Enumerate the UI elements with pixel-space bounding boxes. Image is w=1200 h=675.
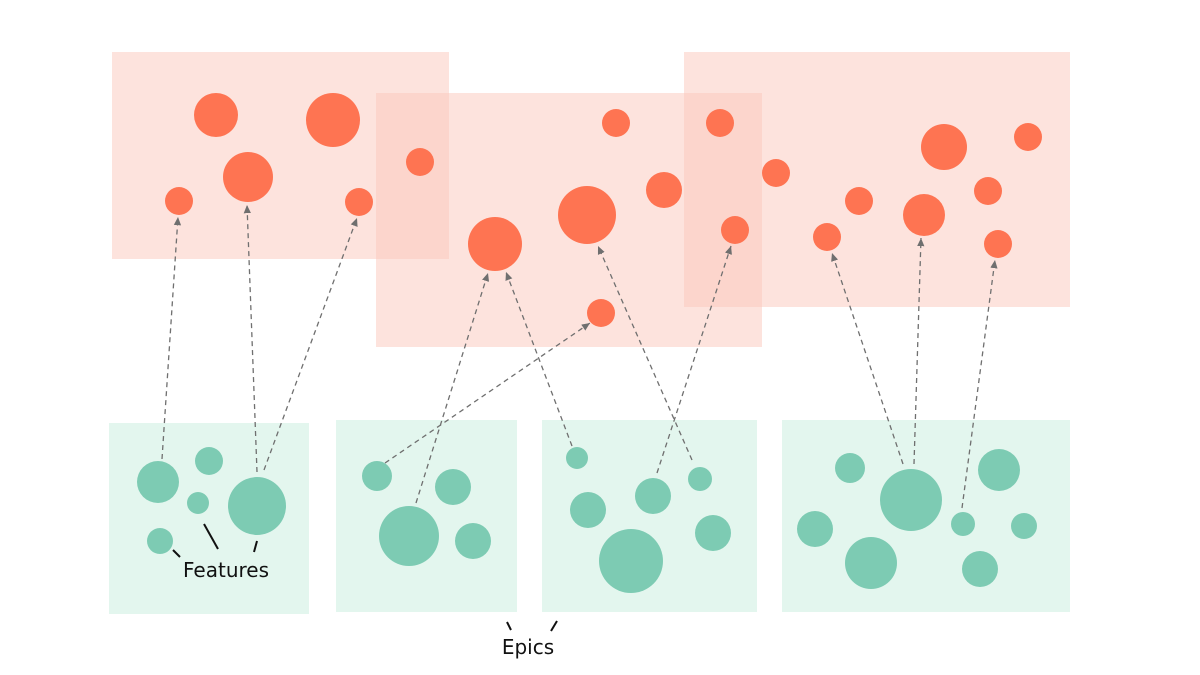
- epics-pointer: [506, 621, 512, 631]
- bottom-dot: [695, 515, 731, 551]
- features-pointer: [172, 549, 181, 558]
- top-dot: [813, 223, 841, 251]
- top-dot: [602, 109, 630, 137]
- top-dot: [706, 109, 734, 137]
- features-pointer: [203, 523, 219, 550]
- arrow-connector: [415, 272, 490, 504]
- bottom-dot: [797, 511, 833, 547]
- bottom-dot: [570, 492, 606, 528]
- top-dot: [223, 152, 273, 202]
- top-group-right: [684, 52, 1070, 307]
- top-dot: [921, 124, 967, 170]
- connections: [161, 204, 998, 509]
- arrow-connector: [505, 271, 573, 447]
- bottom-dot: [962, 551, 998, 587]
- bottom-dot: [147, 528, 173, 554]
- bottom-dot: [845, 537, 897, 589]
- label-pointers: [172, 523, 558, 632]
- bottom-dot: [362, 461, 392, 491]
- bottom-dot: [455, 523, 491, 559]
- bottom-dot: [635, 478, 671, 514]
- epics-label: Epics: [502, 635, 554, 659]
- top-dot: [646, 172, 682, 208]
- bottom-dot: [137, 461, 179, 503]
- top-dot: [845, 187, 873, 215]
- bottom-dot: [978, 449, 1020, 491]
- bottom-dot: [599, 529, 663, 593]
- top-dots: [165, 93, 1042, 327]
- top-dot: [1014, 123, 1042, 151]
- arrow-connector: [597, 245, 693, 461]
- top-dot: [984, 230, 1012, 258]
- bottom-dot: [688, 467, 712, 491]
- bottom-dot: [379, 506, 439, 566]
- bottom-dot: [435, 469, 471, 505]
- arrow-connector: [913, 237, 925, 465]
- epics-pointer: [550, 620, 558, 632]
- features-pointer: [253, 540, 258, 553]
- top-dot: [721, 216, 749, 244]
- bottom-dot: [195, 447, 223, 475]
- bottom-dot: [1011, 513, 1037, 539]
- top-dot: [406, 148, 434, 176]
- arrow-connector: [656, 245, 732, 474]
- features-label: Features: [183, 558, 269, 582]
- bottom-dot: [880, 469, 942, 531]
- top-dot: [974, 177, 1002, 205]
- top-dot: [194, 93, 238, 137]
- bottom-dot: [228, 477, 286, 535]
- top-dot: [587, 299, 615, 327]
- arrow-connector: [961, 259, 998, 509]
- top-dot: [345, 188, 373, 216]
- bottom-dot: [835, 453, 865, 483]
- top-dot: [306, 93, 360, 147]
- top-dot: [558, 186, 616, 244]
- arrow-connector: [831, 252, 904, 465]
- top-dot: [762, 159, 790, 187]
- bottom-dot: [951, 512, 975, 536]
- top-dot: [468, 217, 522, 271]
- top-dot: [903, 194, 945, 236]
- arrow-connector: [161, 216, 182, 460]
- bottom-dot: [187, 492, 209, 514]
- top-dot: [165, 187, 193, 215]
- bottom-dots: [137, 447, 1037, 593]
- bottom-dot: [566, 447, 588, 469]
